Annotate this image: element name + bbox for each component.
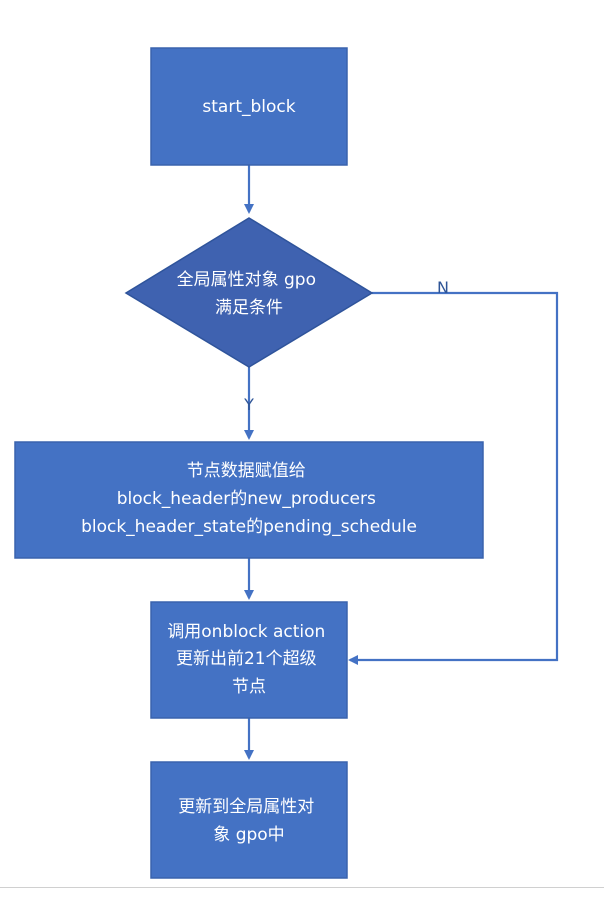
node-assign-line-3: block_header_state的pending_schedule (81, 517, 417, 537)
node-update-line-2: 象 gpo中 (213, 825, 284, 845)
node-decision-line-1: 全局属性对象 gpo (177, 270, 316, 290)
edges (244, 165, 559, 760)
page-bottom-divider (0, 887, 604, 888)
node-start-text: start_block (202, 97, 295, 117)
node-decision-line-2: 满足条件 (215, 298, 283, 318)
node-decision: 全局属性对象 gpo 满足条件 (124, 217, 374, 368)
node-assign-line-2: block_header的new_producers (117, 489, 376, 509)
node-onblock-line-1: 调用onblock action (167, 622, 325, 642)
node-start-block: start_block (150, 47, 348, 166)
node-onblock-line-3: 节点 (232, 677, 266, 697)
edge-decision-no-branch (348, 291, 559, 665)
node-onblock-line-2: 更新出前21个超级 (176, 649, 317, 669)
node-start-line-1: start_block (202, 97, 295, 117)
node-assign: 节点数据赋值给 block_header的new_producers block… (14, 441, 484, 559)
node-update-text: 更新到全局属性对 象 gpo中 (178, 797, 319, 845)
node-start-box (150, 47, 348, 166)
node-decision-diamond (124, 217, 374, 368)
node-assign-line-1: 节点数据赋值给 (187, 461, 306, 481)
node-update: 更新到全局属性对 象 gpo中 (150, 761, 348, 879)
node-update-line-1: 更新到全局属性对 (178, 797, 314, 817)
node-update-box (150, 761, 348, 879)
node-assign-box (14, 441, 484, 559)
node-assign-text: 节点数据赋值给 block_header的new_producers block… (81, 461, 417, 537)
node-decision-text: 全局属性对象 gpo 满足条件 (177, 270, 322, 318)
edge-label-yes: Y (243, 395, 254, 414)
node-onblock: 调用onblock action 更新出前21个超级 节点 (150, 601, 348, 719)
edge-label-no: N (437, 278, 449, 297)
node-onblock-text: 调用onblock action 更新出前21个超级 节点 (167, 622, 330, 697)
node-onblock-box (150, 601, 348, 719)
